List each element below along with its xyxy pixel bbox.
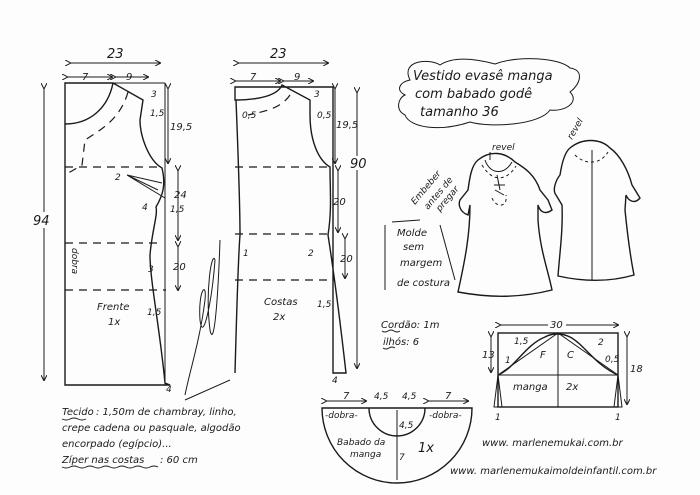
cord-info: Cordão: 1m ilhós: 6 xyxy=(381,320,440,350)
tecido-line-2: crepe cadena ou pasquale, algodão xyxy=(62,423,241,434)
title-line-1: Vestido evasê manga xyxy=(413,69,553,84)
title-line-2: com babado godê xyxy=(415,87,532,102)
back-armhole-in: 0,5 xyxy=(317,111,332,121)
front-piece-label: Frente xyxy=(97,302,129,313)
front-armhole-height: 19,5 xyxy=(170,122,192,133)
front-dart-height: 24 xyxy=(174,190,187,201)
front-dart-a: 2 xyxy=(115,173,121,183)
sleeve-front-letter: F xyxy=(540,350,546,361)
title-cloud: Vestido evasê manga com babado godê tama… xyxy=(398,58,580,129)
back-width-label: 23 xyxy=(270,47,287,62)
note-line-4: de costura xyxy=(397,278,450,289)
ruffle-depth: 7 xyxy=(399,453,405,463)
sleeve-measure-1: 1 xyxy=(505,356,511,366)
sleeve-pattern-piece: 30 13 18 1,5 1 2 0,5 F C manga 2x 1 1 xyxy=(482,318,643,423)
tecido-line-3: encorpado (egípcio)... xyxy=(62,438,172,450)
note-line-2: sem xyxy=(403,242,424,253)
sleeve-label: manga xyxy=(513,382,548,393)
sleeve-measure-0-5: 0,5 xyxy=(605,355,620,365)
title-line-3: tamanho 36 xyxy=(420,105,499,120)
ilhos-text: ilhós: 6 xyxy=(383,336,419,348)
tecido-line-1: : 1,50m de chambray, linho, xyxy=(96,407,237,418)
revel-front-label: revel xyxy=(492,143,515,153)
front-hip-height: 20 xyxy=(173,262,186,273)
front-length-label: 94 xyxy=(33,214,50,229)
front-fold-label: dobra xyxy=(69,248,79,274)
sleeve-bottom-right: 1 xyxy=(615,413,621,423)
ruffle-width-outer-left: 7 xyxy=(343,391,350,402)
back-hip-out: 1,5 xyxy=(317,300,332,310)
ziper-label: Zíper nas costas xyxy=(61,454,144,466)
front-waist-in: 3 xyxy=(148,265,154,275)
back-hem-out: 4 xyxy=(332,376,338,386)
ruffle-fold-left: -dobra- xyxy=(325,411,358,421)
back-armhole-height: 19,5 xyxy=(336,120,358,131)
back-neck-in: 0,5 xyxy=(242,111,257,121)
sleeve-measure-2: 2 xyxy=(598,338,604,348)
front-piece-qty: 1x xyxy=(108,317,120,328)
sleeve-height-right: 18 xyxy=(630,364,643,375)
back-shoulder-drop: 3 xyxy=(314,90,320,100)
ruffle-label-1: Babado da xyxy=(337,438,385,448)
revel-back-label: revel xyxy=(566,116,586,141)
ziper-value: : 60 cm xyxy=(160,455,198,466)
front-hem-out: 4 xyxy=(166,385,172,395)
back-piece-label: Costas xyxy=(264,297,298,308)
sleeve-height-left: 13 xyxy=(482,350,495,361)
front-shoulder-drop: 3 xyxy=(151,90,157,100)
back-neck-width: 7 xyxy=(250,72,257,83)
back-waist-in-left: 1 xyxy=(243,249,249,259)
front-hip-out: 1,5 xyxy=(147,308,162,318)
front-pattern-piece: 23 7 9 19,5 3 1,5 94 2 24 4 1,5 3 20 1,5… xyxy=(33,47,192,395)
front-dart-b: 4 xyxy=(142,203,148,213)
sleeve-measure-1-5: 1,5 xyxy=(514,337,529,347)
website-link-1[interactable]: www. marlenemukai.com.br xyxy=(482,438,623,449)
back-piece-qty: 2x xyxy=(273,312,285,323)
sleeve-width-label: 30 xyxy=(550,320,563,331)
note-line-1: Molde xyxy=(397,228,427,239)
ruffle-pattern-piece: 7 4,5 4,5 7 -dobra- -dobra- 4,5 7 Babado… xyxy=(322,391,473,484)
materials-notes: Tecido : 1,50m de chambray, linho, crepe… xyxy=(61,407,241,469)
note-line-3: margem xyxy=(400,258,442,269)
ruffle-width-inner-left: 4,5 xyxy=(374,392,389,402)
sleeve-bottom-left: 1 xyxy=(495,413,501,423)
front-dart-c: 1,5 xyxy=(170,205,185,215)
ruffle-fold-right: -dobra- xyxy=(429,411,462,421)
back-waist-in-right: 2 xyxy=(308,249,314,259)
sleeve-qty: 2x xyxy=(566,382,578,393)
signature-logo xyxy=(184,239,231,401)
website-link-2[interactable]: www. marlenemukaimoldeinfantil.com.br xyxy=(450,466,657,477)
ruffle-width-outer-right: 7 xyxy=(445,391,452,402)
ruffle-inner-radius: 4,5 xyxy=(399,421,414,431)
back-waist-height: 20 xyxy=(333,197,346,208)
cordao-text: Cordão: 1m xyxy=(381,320,440,331)
seam-allowance-note: Molde sem margem de costura xyxy=(384,219,456,290)
back-length-label: 90 xyxy=(350,157,367,172)
ruffle-label-2: manga xyxy=(350,450,381,460)
back-shoulder-width: 9 xyxy=(294,72,300,83)
back-dress-sketch: revel xyxy=(553,116,641,282)
back-hip-height: 20 xyxy=(340,254,353,265)
front-dress-sketch: revel Embeber antes de pregar xyxy=(410,143,553,297)
ruffle-qty: 1x xyxy=(418,441,434,456)
sleeve-back-letter: C xyxy=(567,350,574,361)
ruffle-width-inner-right: 4,5 xyxy=(402,392,417,402)
front-armhole-in: 1,5 xyxy=(150,109,165,119)
front-width-label: 23 xyxy=(107,47,124,62)
tecido-label: Tecido xyxy=(62,407,94,418)
back-pattern-piece: 23 7 9 19,5 3 0,5 0,5 90 20 1 2 20 1,5 4… xyxy=(235,47,368,386)
